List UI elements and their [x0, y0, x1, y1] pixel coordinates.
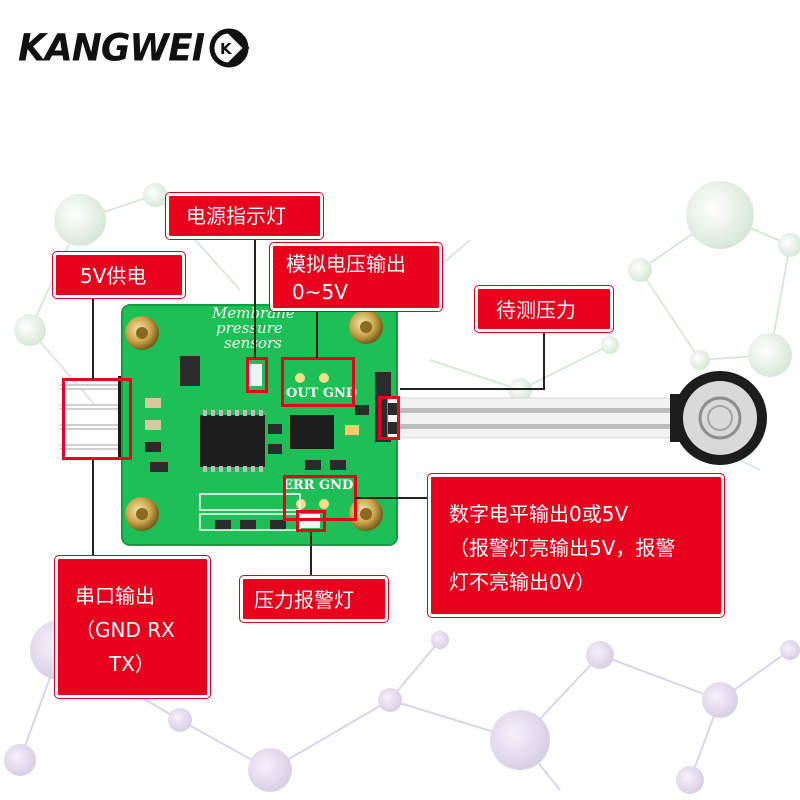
header-highlight [62, 378, 132, 460]
callout-5v-supply: 5V供电 [53, 252, 185, 298]
brand-logo-letters: K [220, 40, 233, 58]
leader-alarm-led [310, 532, 312, 577]
callout-serial-output-line-2: （GND RX [75, 618, 175, 642]
callout-digital-output: 数字电平输出0或5V （报警灯亮输出5V，报警 灯不亮输出0V） [428, 474, 724, 617]
callout-serial-output-line-1: 串口输出 [75, 584, 155, 608]
film-pressure-sensor [387, 371, 767, 465]
analog-out-highlight [281, 357, 355, 407]
callout-alarm-led: 压力报警灯 [240, 576, 388, 622]
pcb-silk-title-line-3: sensors [224, 334, 282, 352]
analog-pin-label: OUT GND [286, 386, 358, 401]
brand: KANGWEI K [18, 18, 250, 78]
callout-analog-output-line-1: 模拟电压输出 [286, 252, 406, 276]
callout-serial-output: 串口输出 （GND RX TX） [55, 556, 210, 698]
leader-digital-out [355, 497, 429, 499]
callout-alarm-led-text: 压力报警灯 [254, 588, 354, 612]
leader-pressure-vertical [543, 331, 545, 389]
callout-analog-output: 模拟电压输出 0~5V [270, 243, 442, 311]
sensor-connector-highlight [378, 396, 400, 440]
leader-analog-out [316, 310, 318, 358]
alarm-led-highlight [296, 510, 326, 532]
callout-analog-output-line-2: 0~5V [292, 280, 348, 304]
leader-5v [92, 297, 94, 379]
pcb-board [121, 304, 398, 546]
leader-serial [92, 460, 94, 557]
callout-serial-output-line-3: TX） [109, 652, 155, 676]
callout-pressure-to-measure: 待测压力 [475, 286, 613, 332]
pcb-silk-title-line-2: pressure [216, 319, 283, 337]
callout-power-led-text: 电源指示灯 [186, 204, 286, 228]
power-led-highlight [246, 357, 268, 393]
callout-digital-output-line-1: 数字电平输出0或5V [449, 502, 629, 526]
digital-pin-label: ERR GND [283, 478, 354, 493]
brand-name: KANGWEI [18, 26, 205, 70]
callout-power-led: 电源指示灯 [166, 193, 323, 239]
callout-digital-output-line-2: （报警灯亮输出5V，报警 [449, 536, 676, 560]
callout-pressure-text: 待测压力 [496, 298, 576, 322]
leader-power-led [254, 238, 256, 358]
pcb-silk-title: Membrane pressure sensors [212, 306, 295, 351]
leader-pressure-horizontal [400, 388, 545, 390]
callout-digital-output-line-3: 灯不亮输出0V） [449, 570, 596, 594]
brand-logo-icon: K [209, 28, 250, 68]
callout-5v-supply-text: 5V供电 [80, 264, 147, 288]
